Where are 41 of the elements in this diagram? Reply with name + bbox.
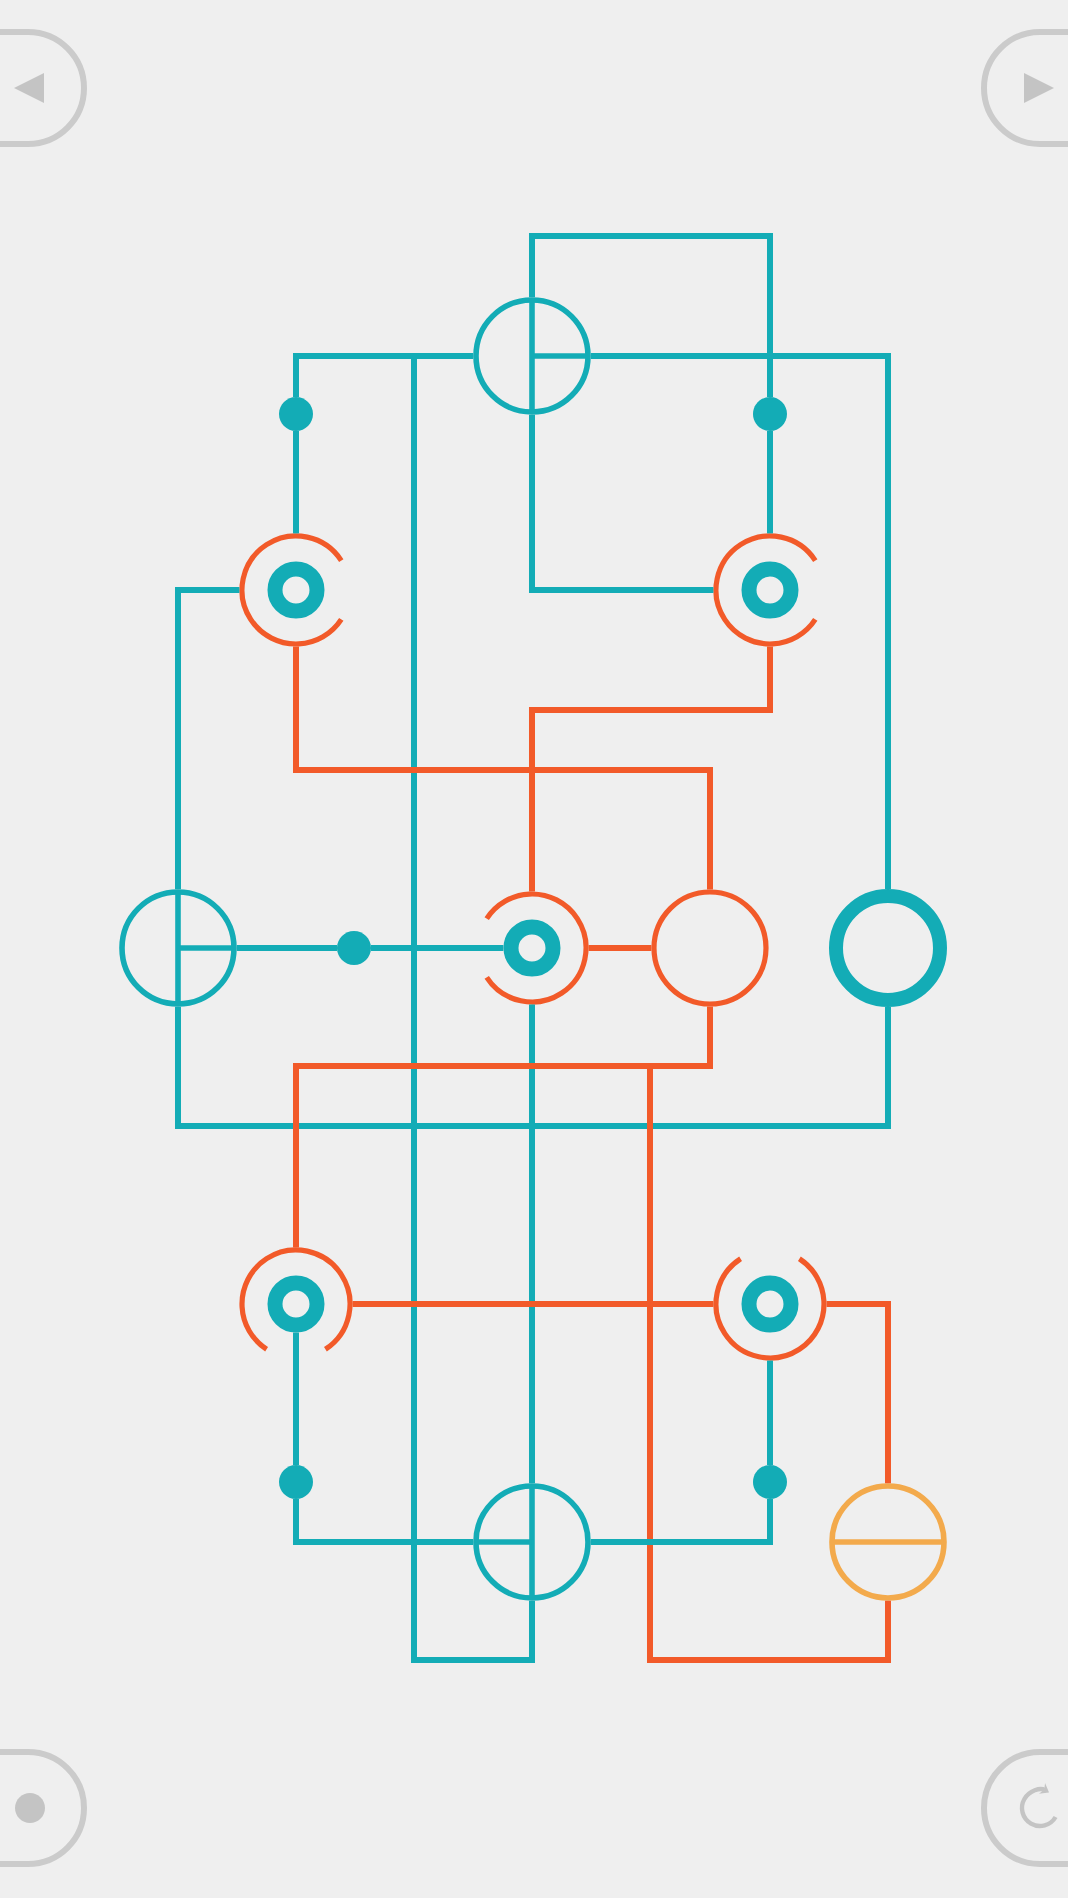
wire xyxy=(293,646,713,890)
wire xyxy=(175,587,240,890)
wire xyxy=(293,431,299,534)
junction-dot xyxy=(279,1465,313,1499)
ring-symbol xyxy=(713,1256,827,1361)
junction-dot xyxy=(753,1465,787,1499)
wire xyxy=(352,1301,714,1307)
thick-ring xyxy=(829,889,947,1007)
crossed-circle xyxy=(473,1483,591,1601)
wire xyxy=(588,945,652,951)
wire xyxy=(293,1332,299,1465)
wire xyxy=(767,1360,773,1465)
wire xyxy=(175,1006,891,1129)
junction-dot xyxy=(279,397,313,431)
junction-dot xyxy=(337,931,371,965)
wire xyxy=(236,945,337,951)
wire xyxy=(767,431,773,534)
ring-symbol xyxy=(484,891,589,1005)
wire xyxy=(293,353,414,397)
wire xyxy=(529,646,773,892)
ring-symbol xyxy=(239,533,344,647)
ring-symbol xyxy=(713,533,818,647)
wire xyxy=(647,1066,891,1663)
wire xyxy=(529,1004,535,1484)
wire xyxy=(590,353,891,889)
junction-dot xyxy=(753,397,787,431)
wire xyxy=(650,1006,713,1069)
wire xyxy=(529,414,714,593)
crossed-circle xyxy=(119,889,237,1007)
wire xyxy=(529,233,773,397)
circle xyxy=(651,889,769,1007)
wire xyxy=(826,1301,891,1484)
wire xyxy=(293,1499,474,1545)
wire xyxy=(293,1063,650,1248)
wire xyxy=(414,353,474,359)
crossed-circle xyxy=(473,297,591,415)
wire xyxy=(371,945,504,951)
ring-symbol xyxy=(239,1247,353,1352)
divided-circle xyxy=(829,1483,947,1601)
wire xyxy=(590,1499,773,1545)
wire xyxy=(411,356,535,1663)
